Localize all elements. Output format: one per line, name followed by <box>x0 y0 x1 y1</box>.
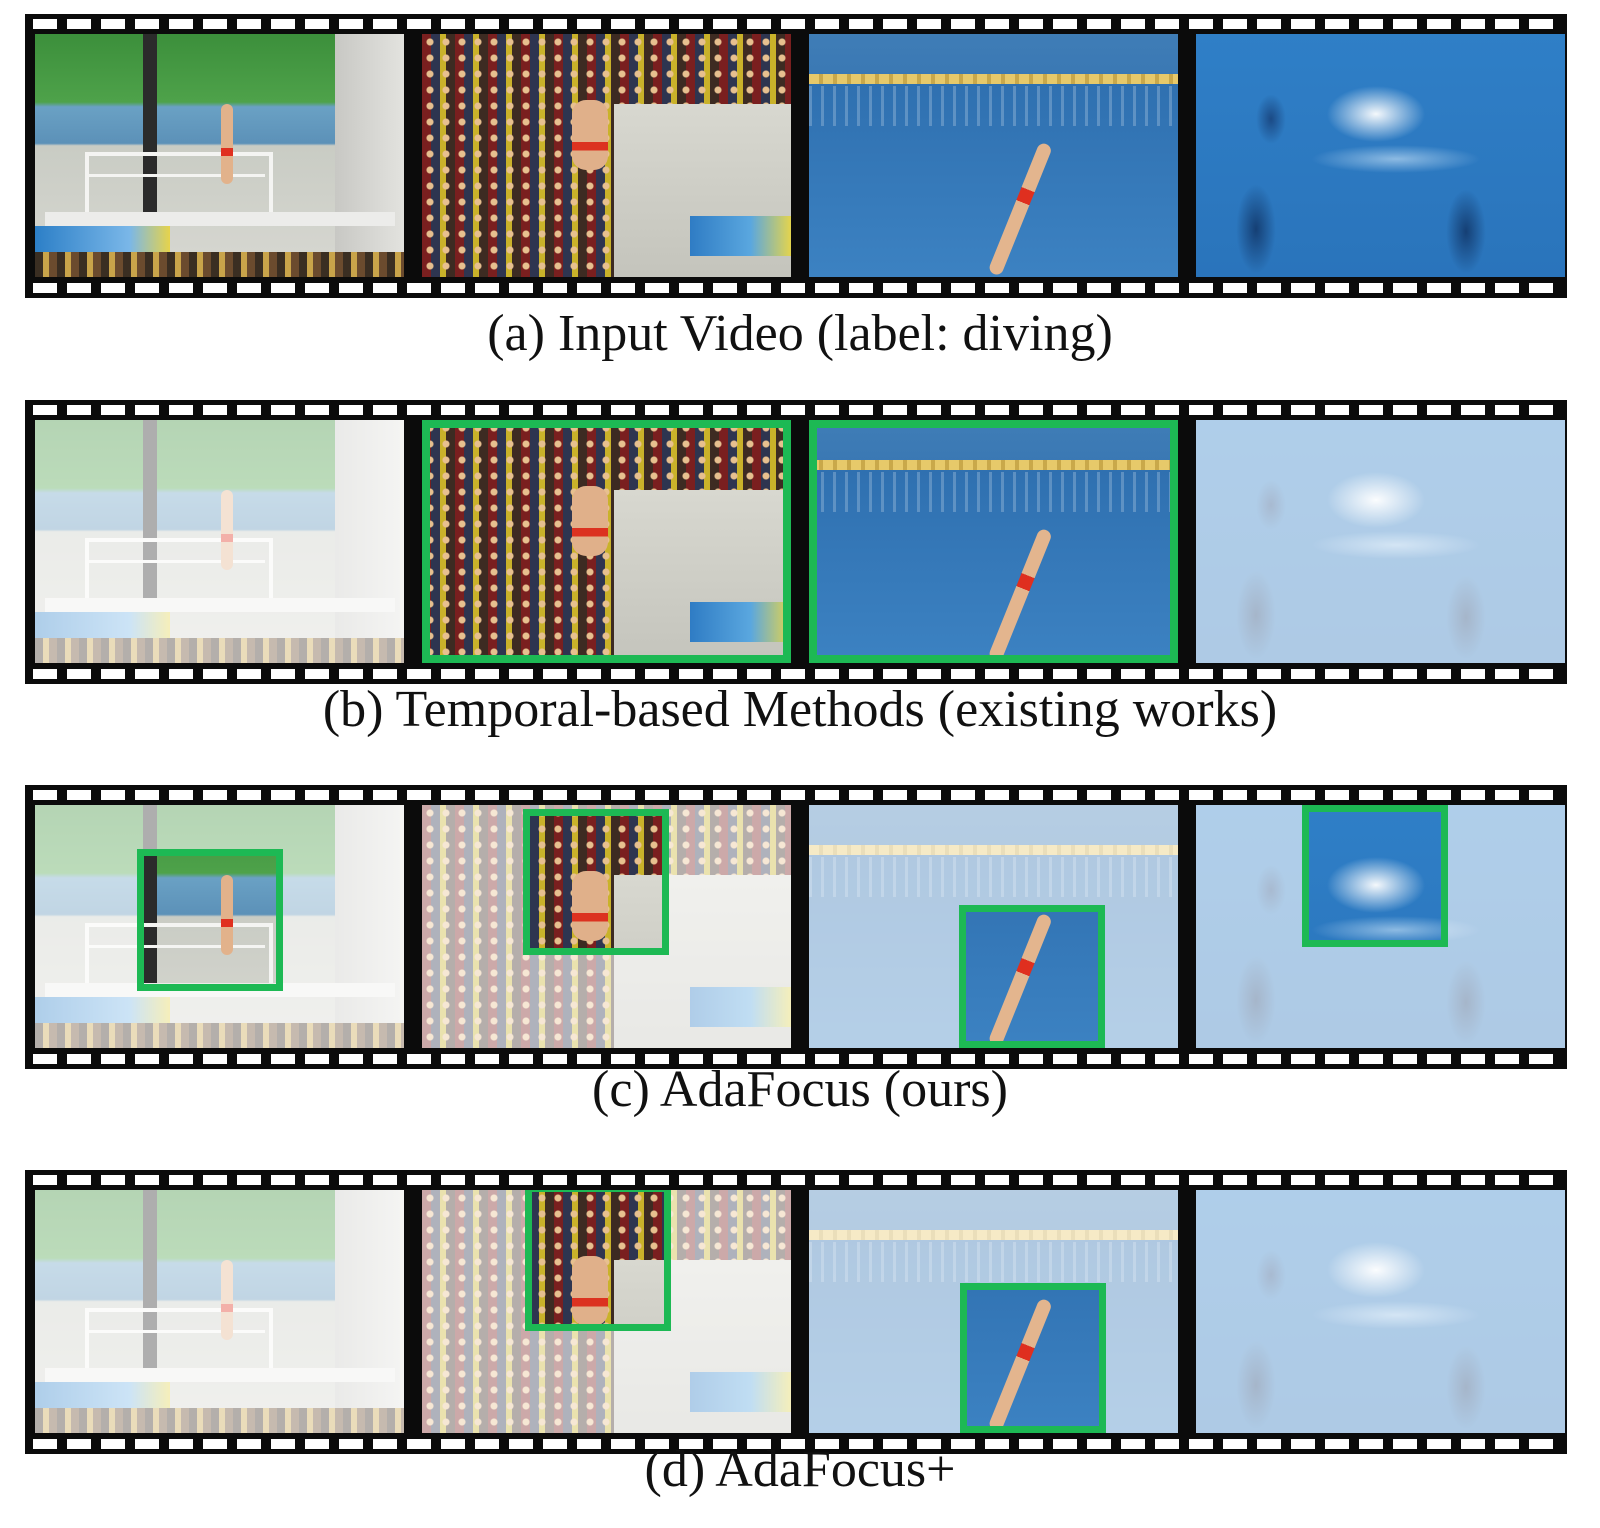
frame-pool-focus <box>809 1190 1178 1433</box>
film-strip-adafocus-plus <box>25 1170 1567 1454</box>
frame-splash-focus <box>1196 805 1565 1048</box>
film-perforations <box>33 1439 1559 1449</box>
focus-patch <box>525 1190 671 1331</box>
focus-patch <box>960 1283 1106 1433</box>
frame-crowd <box>422 34 791 277</box>
film-perforations <box>33 19 1559 29</box>
film-perforations <box>33 669 1559 679</box>
film-strip-input <box>25 14 1567 298</box>
caption-input-video: (a) Input Video (label: diving) <box>487 305 1113 362</box>
selection-border <box>809 420 1178 663</box>
frame-pool-selected <box>809 420 1178 663</box>
frame-splash-dimmed <box>1196 420 1565 663</box>
selection-border <box>422 420 791 663</box>
frame-crowd-focus <box>422 1190 791 1433</box>
frame-crowd-focus <box>422 805 791 1048</box>
film-perforations <box>33 1054 1559 1064</box>
focus-patch <box>523 809 669 955</box>
film-perforations <box>33 283 1559 293</box>
frame-platform <box>35 34 404 277</box>
focus-patch <box>1302 805 1448 947</box>
caption-adafocus: (c) AdaFocus (ours) <box>592 1061 1008 1118</box>
focus-patch <box>137 849 283 991</box>
frame-splash <box>1196 34 1565 277</box>
caption-adafocus-plus: (d) AdaFocus+ <box>644 1441 956 1498</box>
film-perforations <box>33 405 1559 415</box>
film-strip-adafocus <box>25 785 1567 1069</box>
frame-crowd-selected <box>422 420 791 663</box>
frame-pool-focus <box>809 805 1178 1048</box>
frame-pool <box>809 34 1178 277</box>
film-perforations <box>33 1175 1559 1185</box>
film-strip-temporal <box>25 400 1567 684</box>
focus-patch <box>959 905 1105 1048</box>
frame-platform-dimmed <box>35 420 404 663</box>
film-perforations <box>33 790 1559 800</box>
frame-splash-dimmed <box>1196 1190 1565 1433</box>
caption-temporal-methods: (b) Temporal-based Methods (existing wor… <box>322 681 1278 738</box>
frame-platform-dimmed <box>35 1190 404 1433</box>
frame-platform-focus <box>35 805 404 1048</box>
